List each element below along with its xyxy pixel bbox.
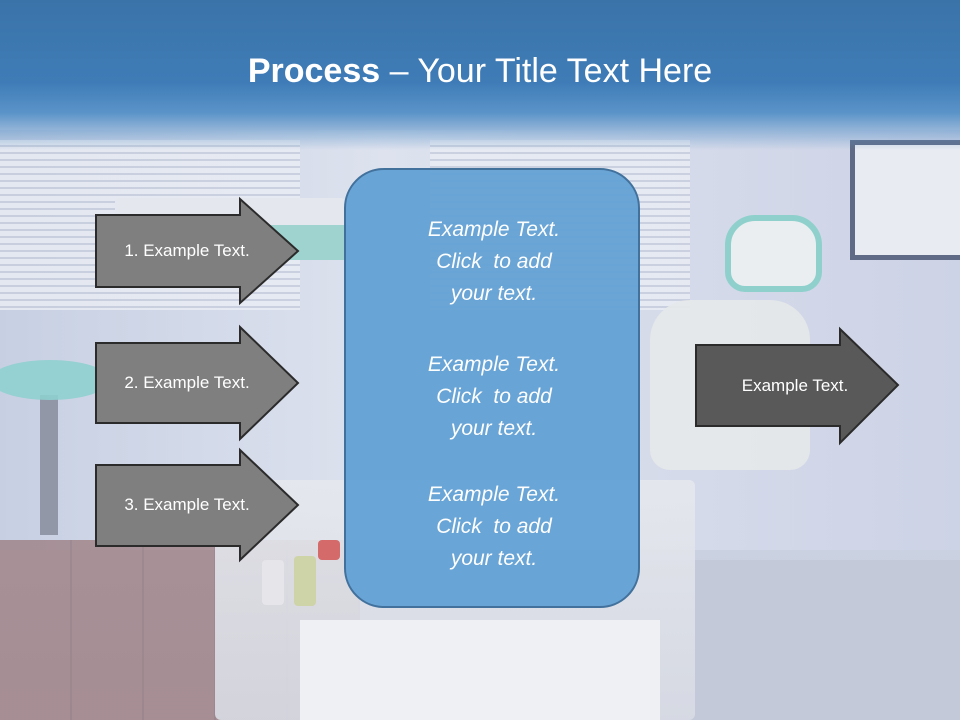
wall-frame — [850, 140, 960, 260]
title-rest: – Your Title Text Here — [380, 52, 713, 90]
step-label-1: 1. Example Text. — [124, 241, 250, 260]
cart-drawer — [300, 620, 660, 720]
title-bold: Process — [247, 52, 381, 90]
step-label-2: 2. Example Text. — [124, 373, 250, 392]
bottle — [262, 560, 284, 605]
bottle — [318, 540, 340, 560]
step-arrow-1[interactable]: 1. Example Text. — [95, 196, 300, 306]
arrow-shape-icon — [95, 196, 300, 306]
step-label-3: 3. Example Text. — [124, 495, 250, 514]
para-line: Click to add — [436, 250, 552, 273]
step-arrow-2[interactable]: 2. Example Text. — [95, 324, 300, 442]
stool-leg — [40, 395, 58, 535]
para-line: Example Text. — [427, 353, 561, 376]
slide-title[interactable]: Process – Your Title Text Here — [0, 52, 960, 91]
step-arrow-3[interactable]: 3. Example Text. — [95, 447, 300, 563]
arrow-shape-icon — [95, 324, 300, 442]
center-paragraph-3: Example Text. Click to add your text. — [346, 479, 642, 575]
para-line: Click to add — [436, 385, 552, 408]
result-arrow[interactable]: Example Text. — [695, 326, 900, 446]
center-paragraph-1: Example Text. Click to add your text. — [346, 214, 642, 310]
para-line: your text. — [450, 547, 538, 570]
title-banner — [0, 0, 960, 150]
para-line: Example Text. — [427, 218, 561, 241]
para-line: your text. — [450, 282, 538, 305]
arrow-shape-icon — [95, 447, 300, 563]
center-text-box[interactable]: Example Text. Click to add your text. Ex… — [344, 168, 640, 608]
result-label: Example Text. — [741, 376, 849, 395]
center-paragraph-2: Example Text. Click to add your text. — [346, 349, 642, 445]
dental-chair-headrest — [725, 215, 822, 292]
para-line: Example Text. — [427, 483, 561, 506]
bottle — [294, 556, 316, 606]
arrow-shape-icon — [695, 326, 900, 446]
para-line: Click to add — [436, 515, 552, 538]
stool-seat — [0, 360, 110, 400]
para-line: your text. — [450, 417, 538, 440]
